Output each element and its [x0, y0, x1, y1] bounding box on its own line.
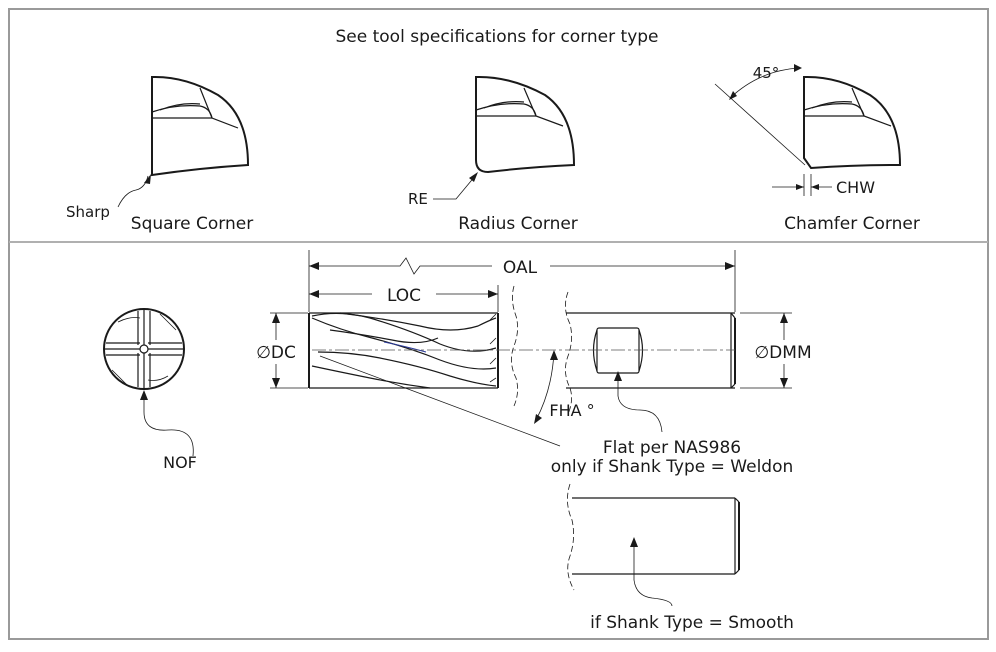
chamfer-angle-label: 45°	[753, 64, 780, 82]
chamfer-corner-caption: Chamfer Corner	[784, 214, 920, 234]
re-leader	[433, 174, 477, 200]
sharp-label: Sharp	[66, 203, 110, 221]
chw-arrow-left	[796, 184, 804, 190]
break-line-left	[511, 285, 518, 407]
square-corner-figure	[151, 75, 250, 177]
fha-label: FHA °	[549, 401, 594, 420]
chamfer-corner-figure	[803, 75, 902, 170]
smooth-note: if Shank Type = Smooth	[590, 613, 794, 633]
fha-arrow-top	[550, 350, 558, 360]
flat-note-line2: only if Shank Type = Weldon	[551, 457, 794, 477]
corner-type-heading: See tool specifications for corner type	[336, 27, 659, 47]
helix-angle-line	[319, 355, 561, 447]
square-corner-caption: Square Corner	[131, 214, 253, 234]
sheet-border	[8, 8, 989, 640]
end-view-figure	[103, 308, 185, 390]
angle-arrow-left	[729, 91, 737, 100]
dmm-arrow-top	[780, 313, 788, 323]
angle-arc	[729, 67, 801, 99]
chamfer-45-line	[714, 83, 806, 166]
smooth-leader	[633, 540, 673, 607]
sharp-leader	[117, 175, 149, 208]
oal-arrow-right	[725, 262, 735, 270]
nof-leader	[143, 393, 194, 457]
oal-label: OAL	[503, 258, 538, 278]
fluted-section	[308, 312, 499, 389]
weldon-flat	[592, 327, 644, 374]
fha-arrow-bottom	[534, 414, 542, 424]
flat-leader	[617, 373, 663, 433]
loc-arrow-left	[309, 290, 319, 298]
flat-note-line1: Flat per NAS986	[603, 438, 741, 458]
dc-arrow-top	[272, 313, 280, 323]
loc-arrow-right	[488, 290, 498, 298]
shank-section	[566, 312, 736, 389]
nof-arrow	[140, 390, 148, 400]
dc-arrow-bottom	[272, 378, 280, 388]
dmm-arrow-bottom	[780, 378, 788, 388]
chw-label: CHW	[836, 178, 875, 197]
chw-arrow-right	[811, 184, 819, 190]
oal-dim-line-left	[309, 257, 492, 275]
break-line-right	[565, 291, 572, 415]
radius-corner-figure	[475, 75, 576, 174]
dc-label: ∅DC	[256, 343, 296, 363]
oal-arrow-left	[309, 262, 319, 270]
smooth-shank-figure	[567, 483, 740, 591]
sharp-arrow	[144, 174, 151, 184]
re-label: RE	[408, 190, 428, 208]
re-arrow	[469, 172, 478, 182]
loc-label: LOC	[387, 286, 421, 306]
radius-corner-caption: Radius Corner	[458, 214, 578, 234]
angle-arrow-right	[794, 64, 802, 72]
nof-label: NOF	[163, 453, 197, 472]
smooth-arrow	[630, 537, 638, 547]
dmm-label: ∅DMM	[754, 343, 811, 363]
flat-arrow	[614, 371, 622, 381]
